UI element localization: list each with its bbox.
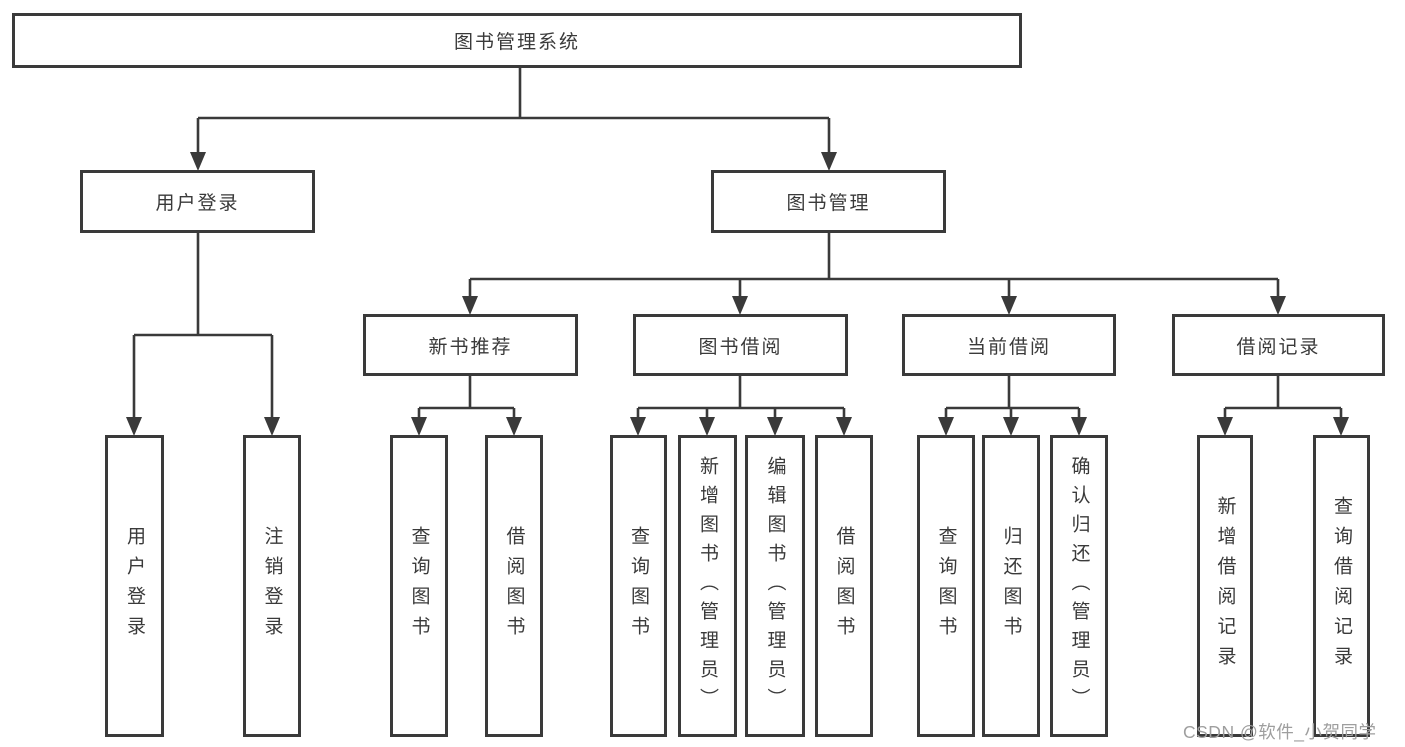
arrowheads xyxy=(126,152,1349,436)
node-book-borrowing: 图书借阅 xyxy=(633,314,848,376)
node-borrowing-records: 借阅记录 xyxy=(1172,314,1385,376)
leaf-user-login: 用户登录 xyxy=(105,435,164,737)
leaf-borrow-books-borrowing: 借阅图书 xyxy=(815,435,873,737)
leaf-logout: 注销登录 xyxy=(243,435,301,737)
leaf-borrow-books-recommend-label: 借阅图书 xyxy=(503,526,525,646)
leaf-edit-books-admin: 编辑图书（管理员） xyxy=(745,435,805,737)
leaf-query-books-recommend-label: 查询图书 xyxy=(408,526,430,646)
leaf-add-books-admin-label: 新增图书（管理员） xyxy=(697,455,718,717)
node-new-book-recommendation: 新书推荐 xyxy=(363,314,578,376)
leaf-confirm-return-admin-label: 确认归还（管理员） xyxy=(1068,455,1090,717)
node-current-borrowing: 当前借阅 xyxy=(902,314,1116,376)
leaf-borrow-books-recommend: 借阅图书 xyxy=(485,435,543,737)
leaf-query-borrow-record-label: 查询借阅记录 xyxy=(1331,496,1352,676)
leaf-query-books-borrowing: 查询图书 xyxy=(610,435,667,737)
leaf-query-books-current: 查询图书 xyxy=(917,435,975,737)
leaf-query-books-recommend: 查询图书 xyxy=(390,435,448,737)
leaf-return-books-label: 归还图书 xyxy=(1000,526,1022,646)
leaf-query-books-borrowing-label: 查询图书 xyxy=(628,526,649,646)
leaf-query-borrow-record: 查询借阅记录 xyxy=(1313,435,1370,737)
leaf-user-login-label: 用户登录 xyxy=(124,526,145,646)
leaf-add-books-admin: 新增图书（管理员） xyxy=(678,435,737,737)
leaf-query-books-current-label: 查询图书 xyxy=(935,526,957,646)
leaf-confirm-return-admin: 确认归还（管理员） xyxy=(1050,435,1108,737)
node-book-management: 图书管理 xyxy=(711,170,946,233)
leaf-add-borrow-record: 新增借阅记录 xyxy=(1197,435,1253,737)
leaf-return-books: 归还图书 xyxy=(982,435,1040,737)
leaf-add-borrow-record-label: 新增借阅记录 xyxy=(1214,496,1236,676)
leaf-logout-label: 注销登录 xyxy=(261,526,283,646)
leaf-borrow-books-borrowing-label: 借阅图书 xyxy=(833,526,855,646)
watermark: CSDN @软件_小贺同学 xyxy=(1183,722,1377,742)
node-library-management-system: 图书管理系统 xyxy=(12,13,1022,68)
node-user-login: 用户登录 xyxy=(80,170,315,233)
leaf-edit-books-admin-label: 编辑图书（管理员） xyxy=(764,455,786,717)
